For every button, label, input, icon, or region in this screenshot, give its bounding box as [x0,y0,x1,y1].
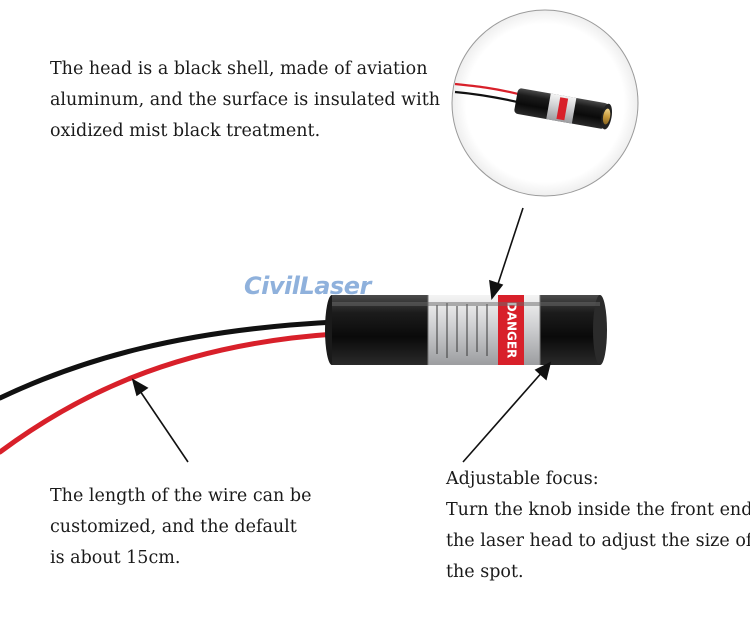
focus-description-line: the spot. [446,562,524,582]
wire-arrow [137,387,189,463]
focus-description: Adjustable focus: Turn the knob inside t… [446,464,750,588]
head-description-line: The head is a black shell, made of aviat… [50,59,428,79]
brand-logo: CivilLaser [244,272,371,300]
focus-arrow [462,369,545,463]
focus-description-line: the laser head to adjust the size of [446,531,750,551]
wire-description-line: is about 15cm. [50,548,181,568]
laser-module: DANGER [325,295,607,365]
closeup-inset [451,9,639,197]
head-description-line: oxidized mist black treatment. [50,121,321,141]
warning-label: DANGER [505,302,519,359]
wire-description-line: The length of the wire can be [50,486,312,506]
head-description-line: aluminum, and the surface is insulated w… [50,90,441,110]
red-wire [0,331,338,455]
callout-arrows [131,207,552,463]
wire-description-line: customized, and the default [50,517,297,537]
head-description: The head is a black shell, made of aviat… [50,54,440,147]
black-wire [0,319,338,401]
focus-description-line: Adjustable focus: [446,469,599,489]
head-arrow [495,207,524,291]
focus-description-line: Turn the knob inside the front end of [446,500,750,520]
wire-description: The length of the wire can be customized… [50,481,311,574]
wires [0,319,338,455]
